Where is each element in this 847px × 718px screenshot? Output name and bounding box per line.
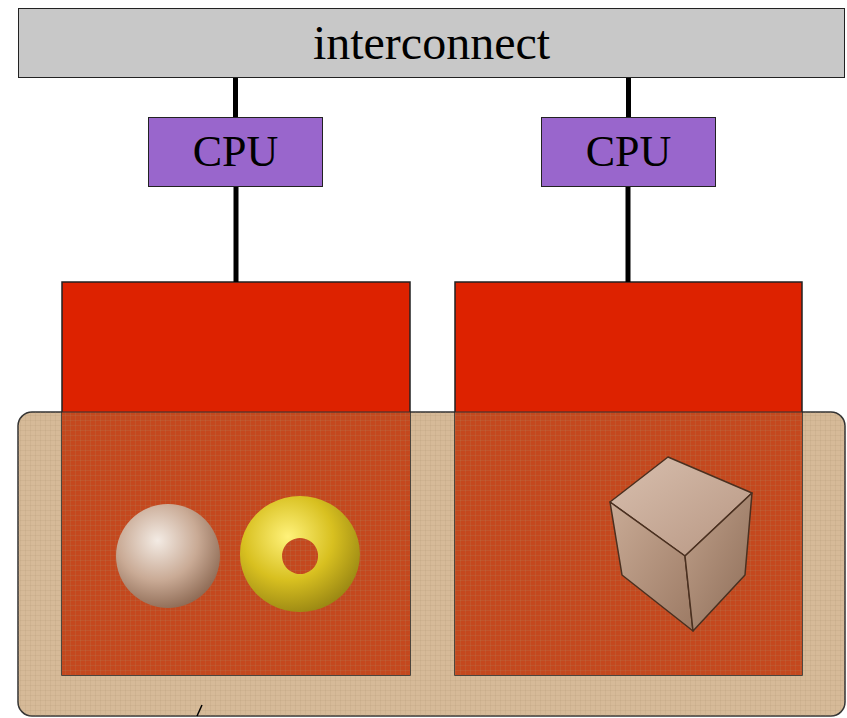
torus-object [240,496,360,612]
region-edge [455,411,802,412]
cpu-box: CPU [148,117,323,187]
cpu-box: CPU [541,117,716,187]
overlap-grid [62,412,410,675]
ground-grid [18,412,845,716]
memory-volume [455,282,802,675]
memory-bus [626,187,631,282]
bus-link [626,78,631,117]
node-label: CPU [193,130,279,174]
tick-mark [197,705,202,716]
memory-volume [62,282,410,675]
cube-object [610,457,752,631]
memory-bus [234,187,239,282]
node-label: interconnect [313,19,550,67]
bus-link [233,78,238,117]
region-edge [62,411,410,412]
node-label: CPU [586,130,672,174]
overlap-tint [455,412,802,675]
overlap-grid [455,412,802,675]
ground-region [18,412,845,716]
interconnect-bar: interconnect [18,8,845,78]
overlap-tint [62,412,410,675]
sphere-object [116,504,220,608]
